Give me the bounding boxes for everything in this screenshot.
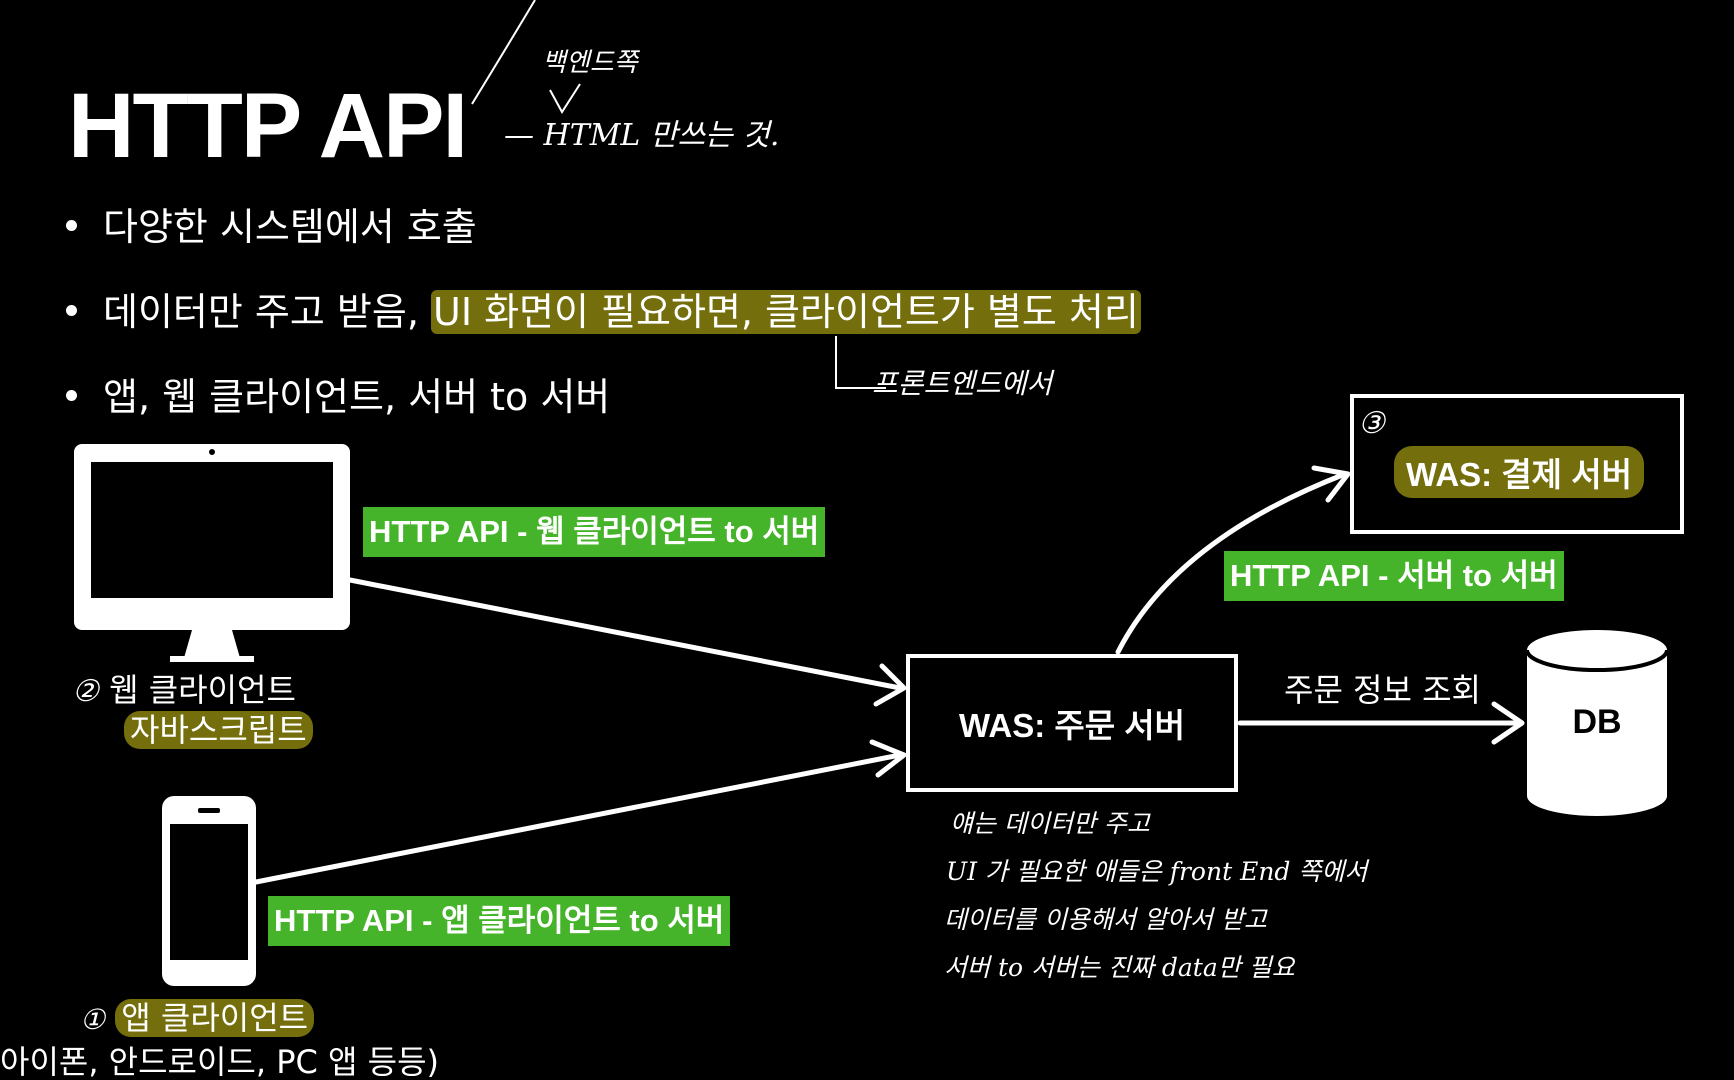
- handwritten-note-3: 데이터를 이용해서 알아서 받고: [944, 905, 1267, 934]
- bracket-annotation: [835, 336, 886, 389]
- handwritten-note-4: 서버 to 서버는 진짜 data만 필요: [944, 953, 1295, 982]
- payment-server-number: ③: [1358, 406, 1385, 441]
- bullet-3-text: 앱, 웹 클라이언트, 서버 to 서버: [103, 375, 611, 419]
- frontend-note: 프론트엔드에서: [872, 367, 1053, 400]
- label-web-link: HTTP API - 웹 클라이언트 to 서버: [363, 507, 826, 557]
- bullet-2-text: 데이터만 주고 받음,: [103, 290, 431, 334]
- arrowhead-app: [869, 739, 907, 778]
- app-client-number: ①: [80, 1003, 106, 1036]
- bullet-dot: [66, 305, 77, 316]
- title-note: — HTML 만쓰는 것.: [504, 118, 780, 153]
- arrowhead-web: [873, 663, 907, 707]
- web-client-name: 웹 클라이언트: [109, 671, 296, 709]
- label-app-link: HTTP API - 앱 클라이언트 to 서버: [268, 896, 731, 946]
- database-icon: [1525, 630, 1669, 816]
- label-db-link: 주문 정보 조회: [1284, 671, 1481, 709]
- bullet-3: 앱, 웹 클라이언트, 서버 to 서버: [66, 372, 610, 422]
- bullet-1-text: 다양한 시스템에서 호출: [103, 205, 477, 249]
- title-annotation-slash: [471, 0, 536, 105]
- bullet-dot: [66, 220, 77, 231]
- page-title: HTTP API: [68, 75, 468, 177]
- arrowhead-db: [1491, 701, 1525, 745]
- bullet-2-highlight: UI 화면이 필요하면, 클라이언트가 별도 처리: [431, 290, 1141, 334]
- bullet-dot: [66, 390, 77, 401]
- order-server-label: WAS: 주문 서버: [959, 707, 1185, 744]
- arrow-order-to-payment: [1115, 471, 1348, 655]
- order-server-box: WAS: 주문 서버: [906, 654, 1238, 792]
- web-client-number: ②: [72, 674, 99, 709]
- app-client-sub: 아이폰, 안드로이드, PC 앱 등등): [0, 1043, 439, 1080]
- monitor-icon: [74, 444, 350, 662]
- handwritten-note-1: 얘는 데이터만 주고: [950, 809, 1150, 838]
- arrowhead-payment: [1311, 465, 1351, 503]
- db-label: DB: [1572, 703, 1622, 741]
- arrow-web-to-order: [347, 577, 903, 691]
- web-client-caption: ② 웹 클라이언트: [72, 670, 296, 712]
- title-note-backend: 백엔드쪽: [542, 48, 638, 78]
- phone-icon: [162, 796, 256, 986]
- bullet-2: 데이터만 주고 받음, UI 화면이 필요하면, 클라이언트가 별도 처리: [66, 287, 1141, 337]
- web-client-sub: 자바스크립트: [124, 711, 313, 749]
- payment-server-box: ③ WAS: 결제 서버: [1350, 394, 1684, 534]
- handwritten-note-2: UI 가 필요한 애들은 front End 쪽에서: [946, 857, 1368, 886]
- arrow-app-to-order: [253, 752, 903, 885]
- web-client-sub-wrap: 자바스크립트: [124, 710, 313, 750]
- payment-server-label: WAS: 결제 서버: [1394, 446, 1644, 498]
- checkmark-icon: [549, 83, 581, 114]
- app-client-name: 앱 클라이언트: [115, 999, 315, 1037]
- label-server-link: HTTP API - 서버 to 서버: [1224, 551, 1564, 601]
- bullet-1: 다양한 시스템에서 호출: [66, 202, 477, 252]
- app-client-caption: ① 앱 클라이언트: [80, 998, 315, 1040]
